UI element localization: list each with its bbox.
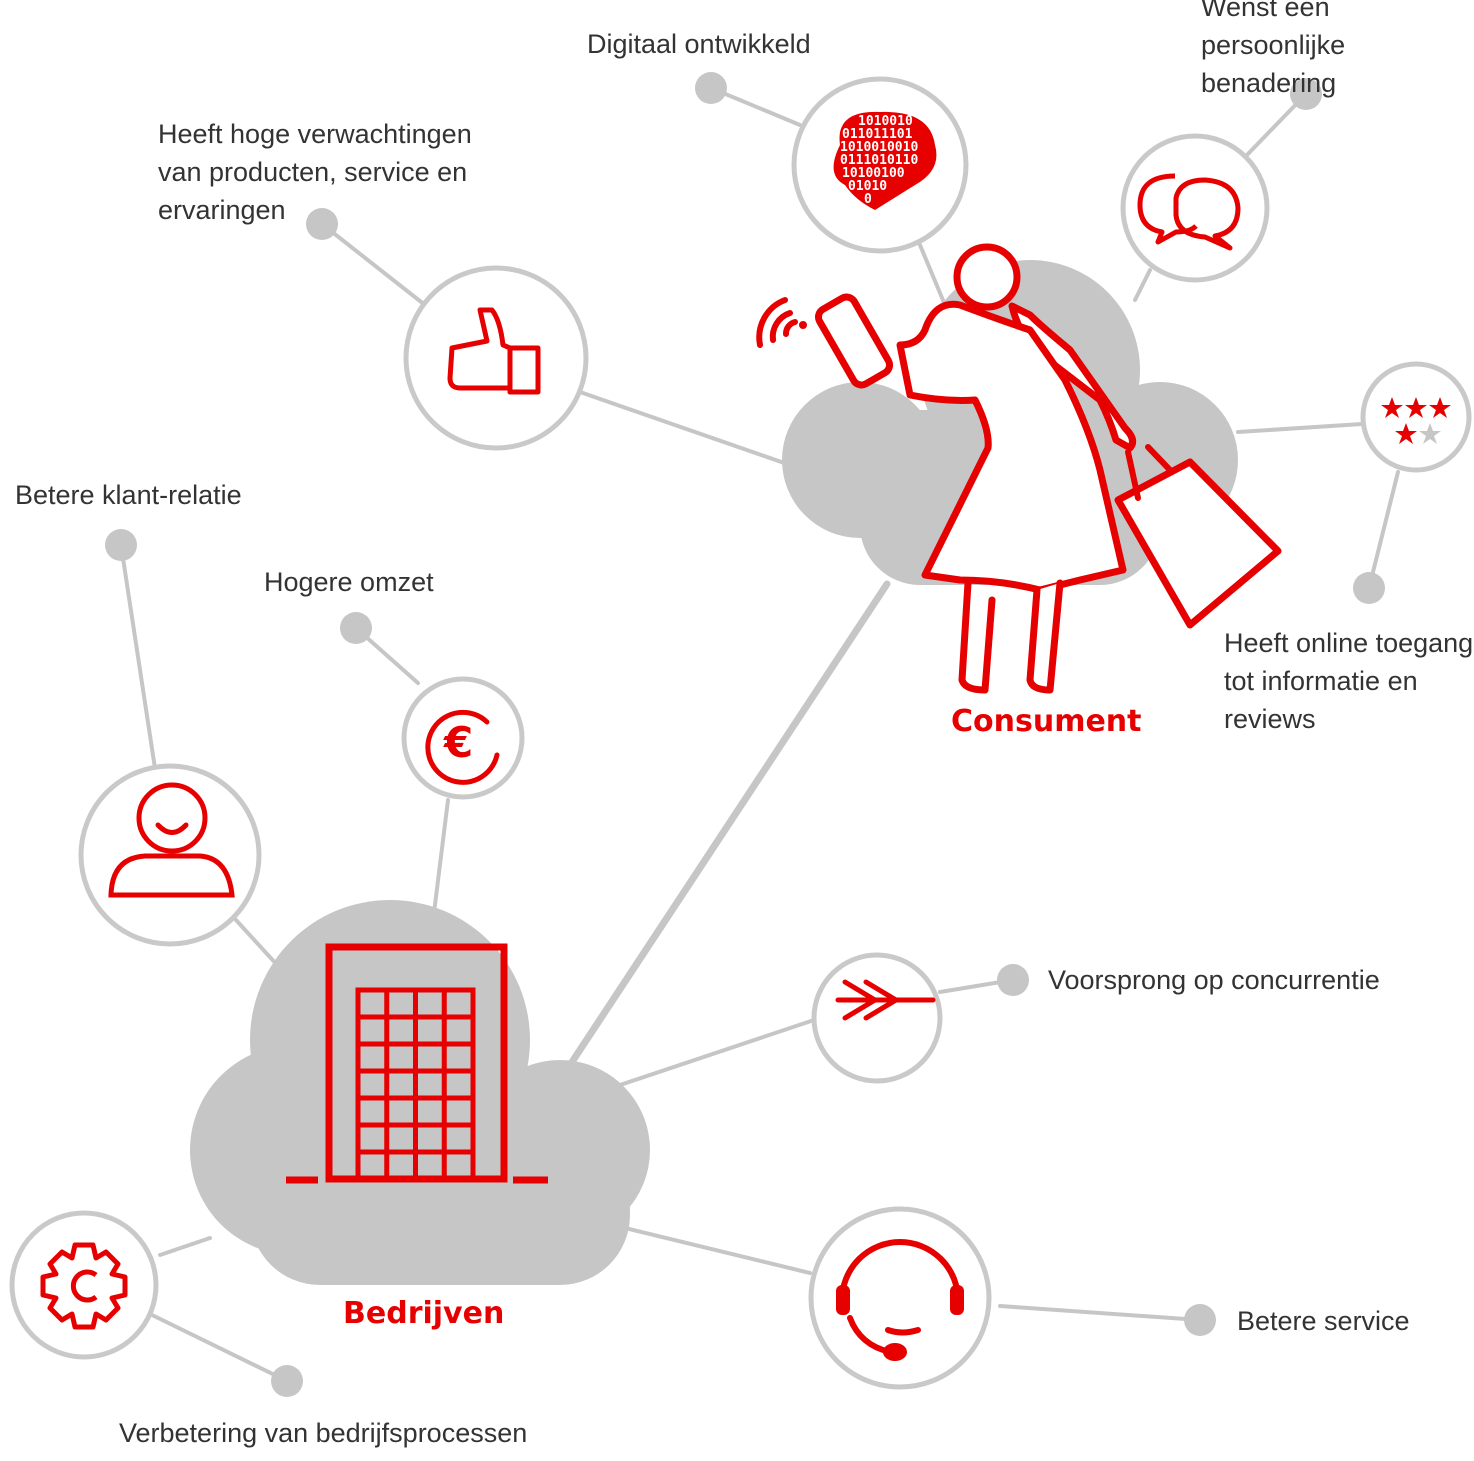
star-rating-icon	[1381, 397, 1451, 444]
label-competition: Voorsprong op concurrentie	[1048, 965, 1380, 995]
star-2	[1405, 397, 1427, 418]
consumer-title: Consument	[951, 704, 1142, 739]
speech-bubbles-icon	[1137, 173, 1241, 251]
shopper-woman-icon	[756, 243, 1282, 694]
gear-icon	[40, 1242, 128, 1330]
star-1	[1381, 397, 1403, 418]
business-title: Bedrijven	[343, 1296, 505, 1331]
label-processes: Verbetering van bedrijfsprocessen	[119, 1418, 528, 1448]
thumbs-up-icon	[447, 307, 541, 395]
star-5	[1419, 423, 1441, 444]
user-smile-icon	[108, 782, 235, 898]
arrow-forward-icon	[835, 979, 936, 1021]
svg-text:10100100: 10100100	[842, 166, 905, 181]
label-service: Betere service	[1237, 1306, 1410, 1336]
star-3	[1429, 397, 1451, 418]
office-building-icon	[286, 943, 548, 1184]
label-reviews: Heeft online toegang tot informatie en r…	[1224, 628, 1474, 734]
headset-icon	[836, 1239, 964, 1361]
svg-text:01010: 01010	[848, 179, 887, 194]
svg-text:1010010: 1010010	[858, 114, 913, 129]
svg-text:0: 0	[864, 192, 872, 207]
label-revenue: Hogere omzet	[264, 567, 434, 597]
svg-text:1010010010: 1010010010	[840, 140, 918, 155]
euro-icon: €	[425, 709, 500, 785]
svg-text:011011101: 011011101	[842, 127, 913, 142]
svg-text:0111010110: 0111010110	[840, 153, 918, 168]
label-digital: Digitaal ontwikkeld	[587, 29, 811, 59]
label-expectations: Heeft hoge verwachtingen van producten, …	[158, 119, 472, 225]
label-personal: Wenst een persoonlijke benadering	[1201, 0, 1346, 98]
star-4	[1395, 423, 1417, 444]
binary-brain-icon: 1010010 011011101 1010010010 0111010110 …	[833, 111, 937, 210]
business-cloud	[190, 900, 650, 1285]
endpoint-dots	[105, 72, 1385, 1397]
svg-text:€: €	[443, 718, 473, 767]
label-relation: Betere klant-relatie	[15, 480, 242, 510]
